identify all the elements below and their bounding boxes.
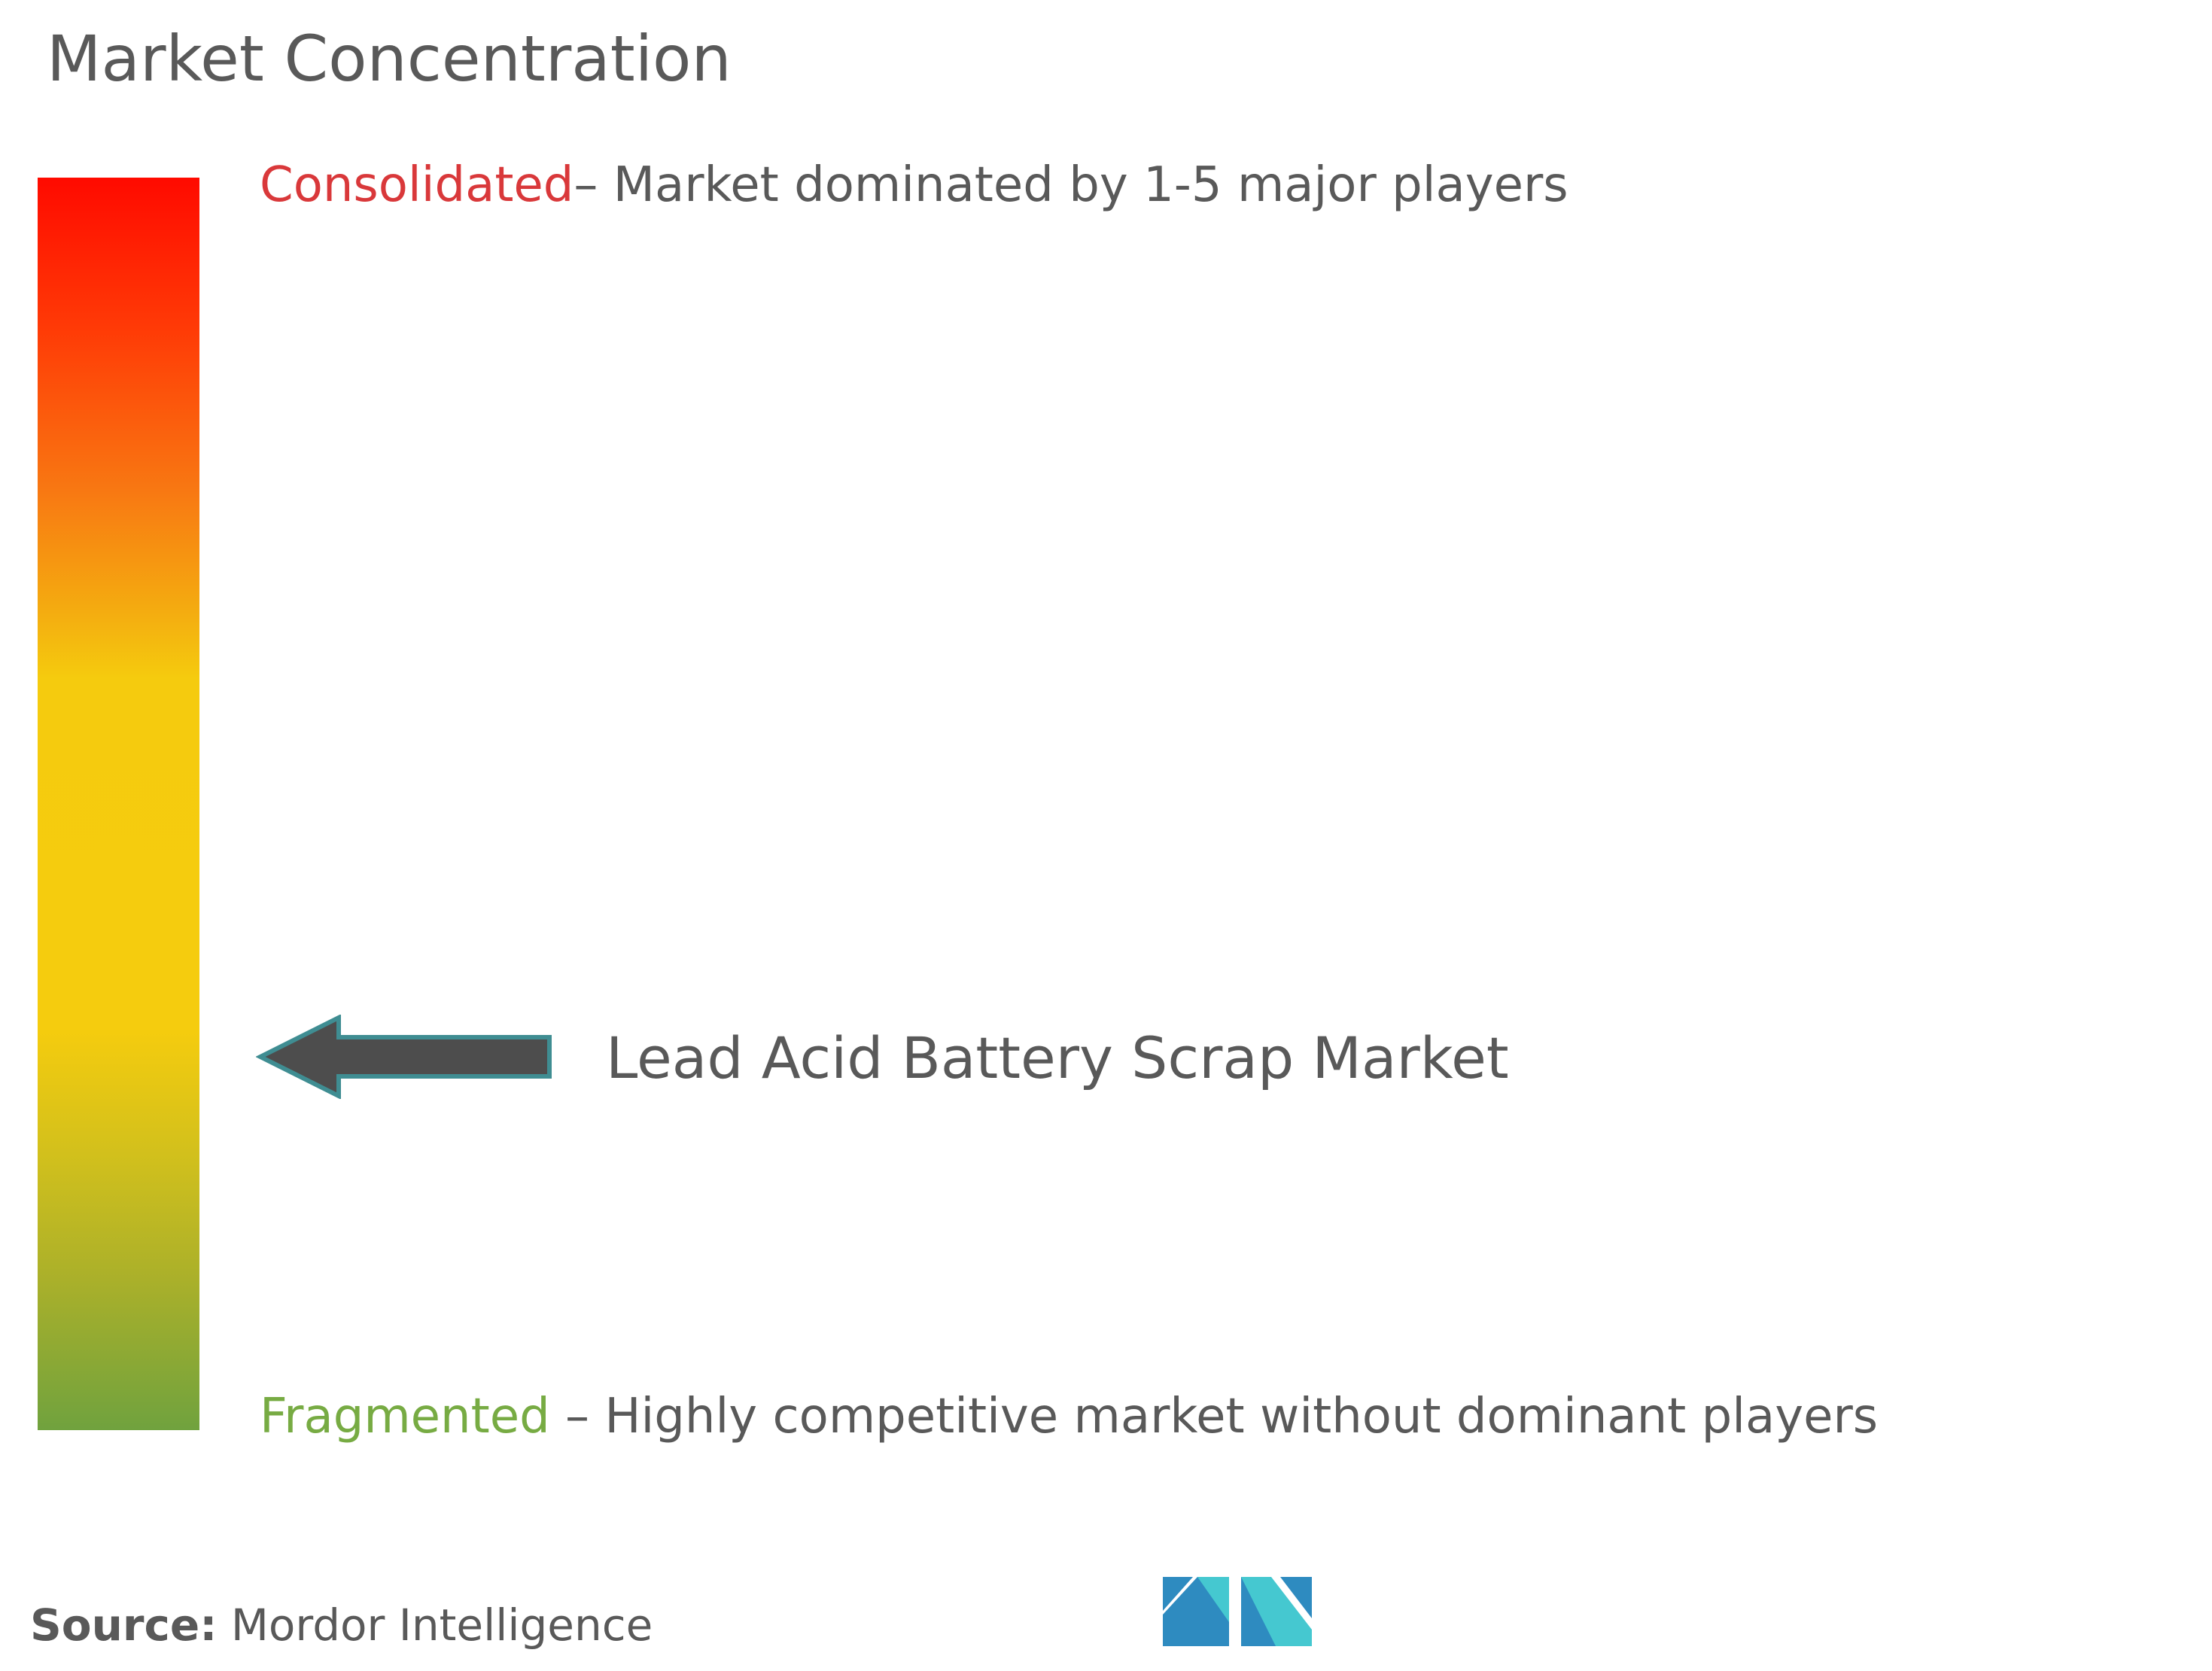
- source-line: Source: Mordor Intelligence: [30, 1603, 653, 1647]
- fragmented-label: Fragmented: [260, 1389, 550, 1444]
- page-title: Market Concentration: [47, 22, 732, 96]
- fragmented-description: – Highly competitive market without domi…: [549, 1389, 1879, 1444]
- consolidated-description: – Market dominated by 1-5 major players: [574, 157, 1568, 213]
- consolidated-row: Consolidated– Market dominated by 1-5 ma…: [260, 161, 1568, 209]
- left-arrow-icon: [256, 1015, 552, 1099]
- consolidated-label: Consolidated: [260, 157, 574, 213]
- market-label: Lead Acid Battery Scrap Market: [606, 1024, 1509, 1091]
- source-value: Mordor Intelligence: [217, 1599, 653, 1651]
- fragmented-row: Fragmented – Highly competitive market w…: [260, 1392, 1878, 1441]
- mordor-intelligence-logo-icon: [1163, 1577, 1312, 1646]
- concentration-scale-bar: [38, 178, 199, 1430]
- source-label: Source:: [30, 1599, 218, 1651]
